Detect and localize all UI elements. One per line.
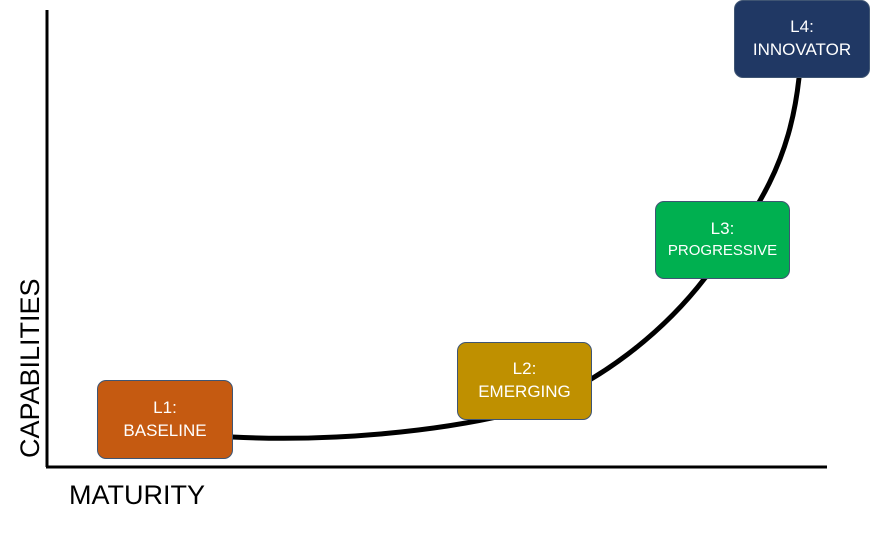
- level-box-innovator: L4: INNOVATOR: [734, 0, 870, 78]
- level-code: L2:: [512, 359, 537, 379]
- level-name: INNOVATOR: [752, 40, 852, 59]
- level-code: L3:: [710, 219, 735, 239]
- level-name: BASELINE: [123, 420, 207, 440]
- level-code: L1:: [153, 397, 177, 417]
- x-axis-label: MATURITY: [69, 480, 205, 510]
- level-name: PROGRESSIVE: [667, 242, 778, 260]
- y-axis-label: CAPABILITIES: [15, 278, 45, 458]
- level-name: EMERGING: [478, 382, 571, 401]
- level-box-progressive: L3: PROGRESSIVE: [655, 201, 790, 279]
- level-code: L4:: [790, 17, 814, 37]
- level-box-baseline: L1: BASELINE: [97, 380, 233, 459]
- level-box-emerging: L2: EMERGING: [457, 342, 592, 420]
- growth-curve: [229, 75, 802, 441]
